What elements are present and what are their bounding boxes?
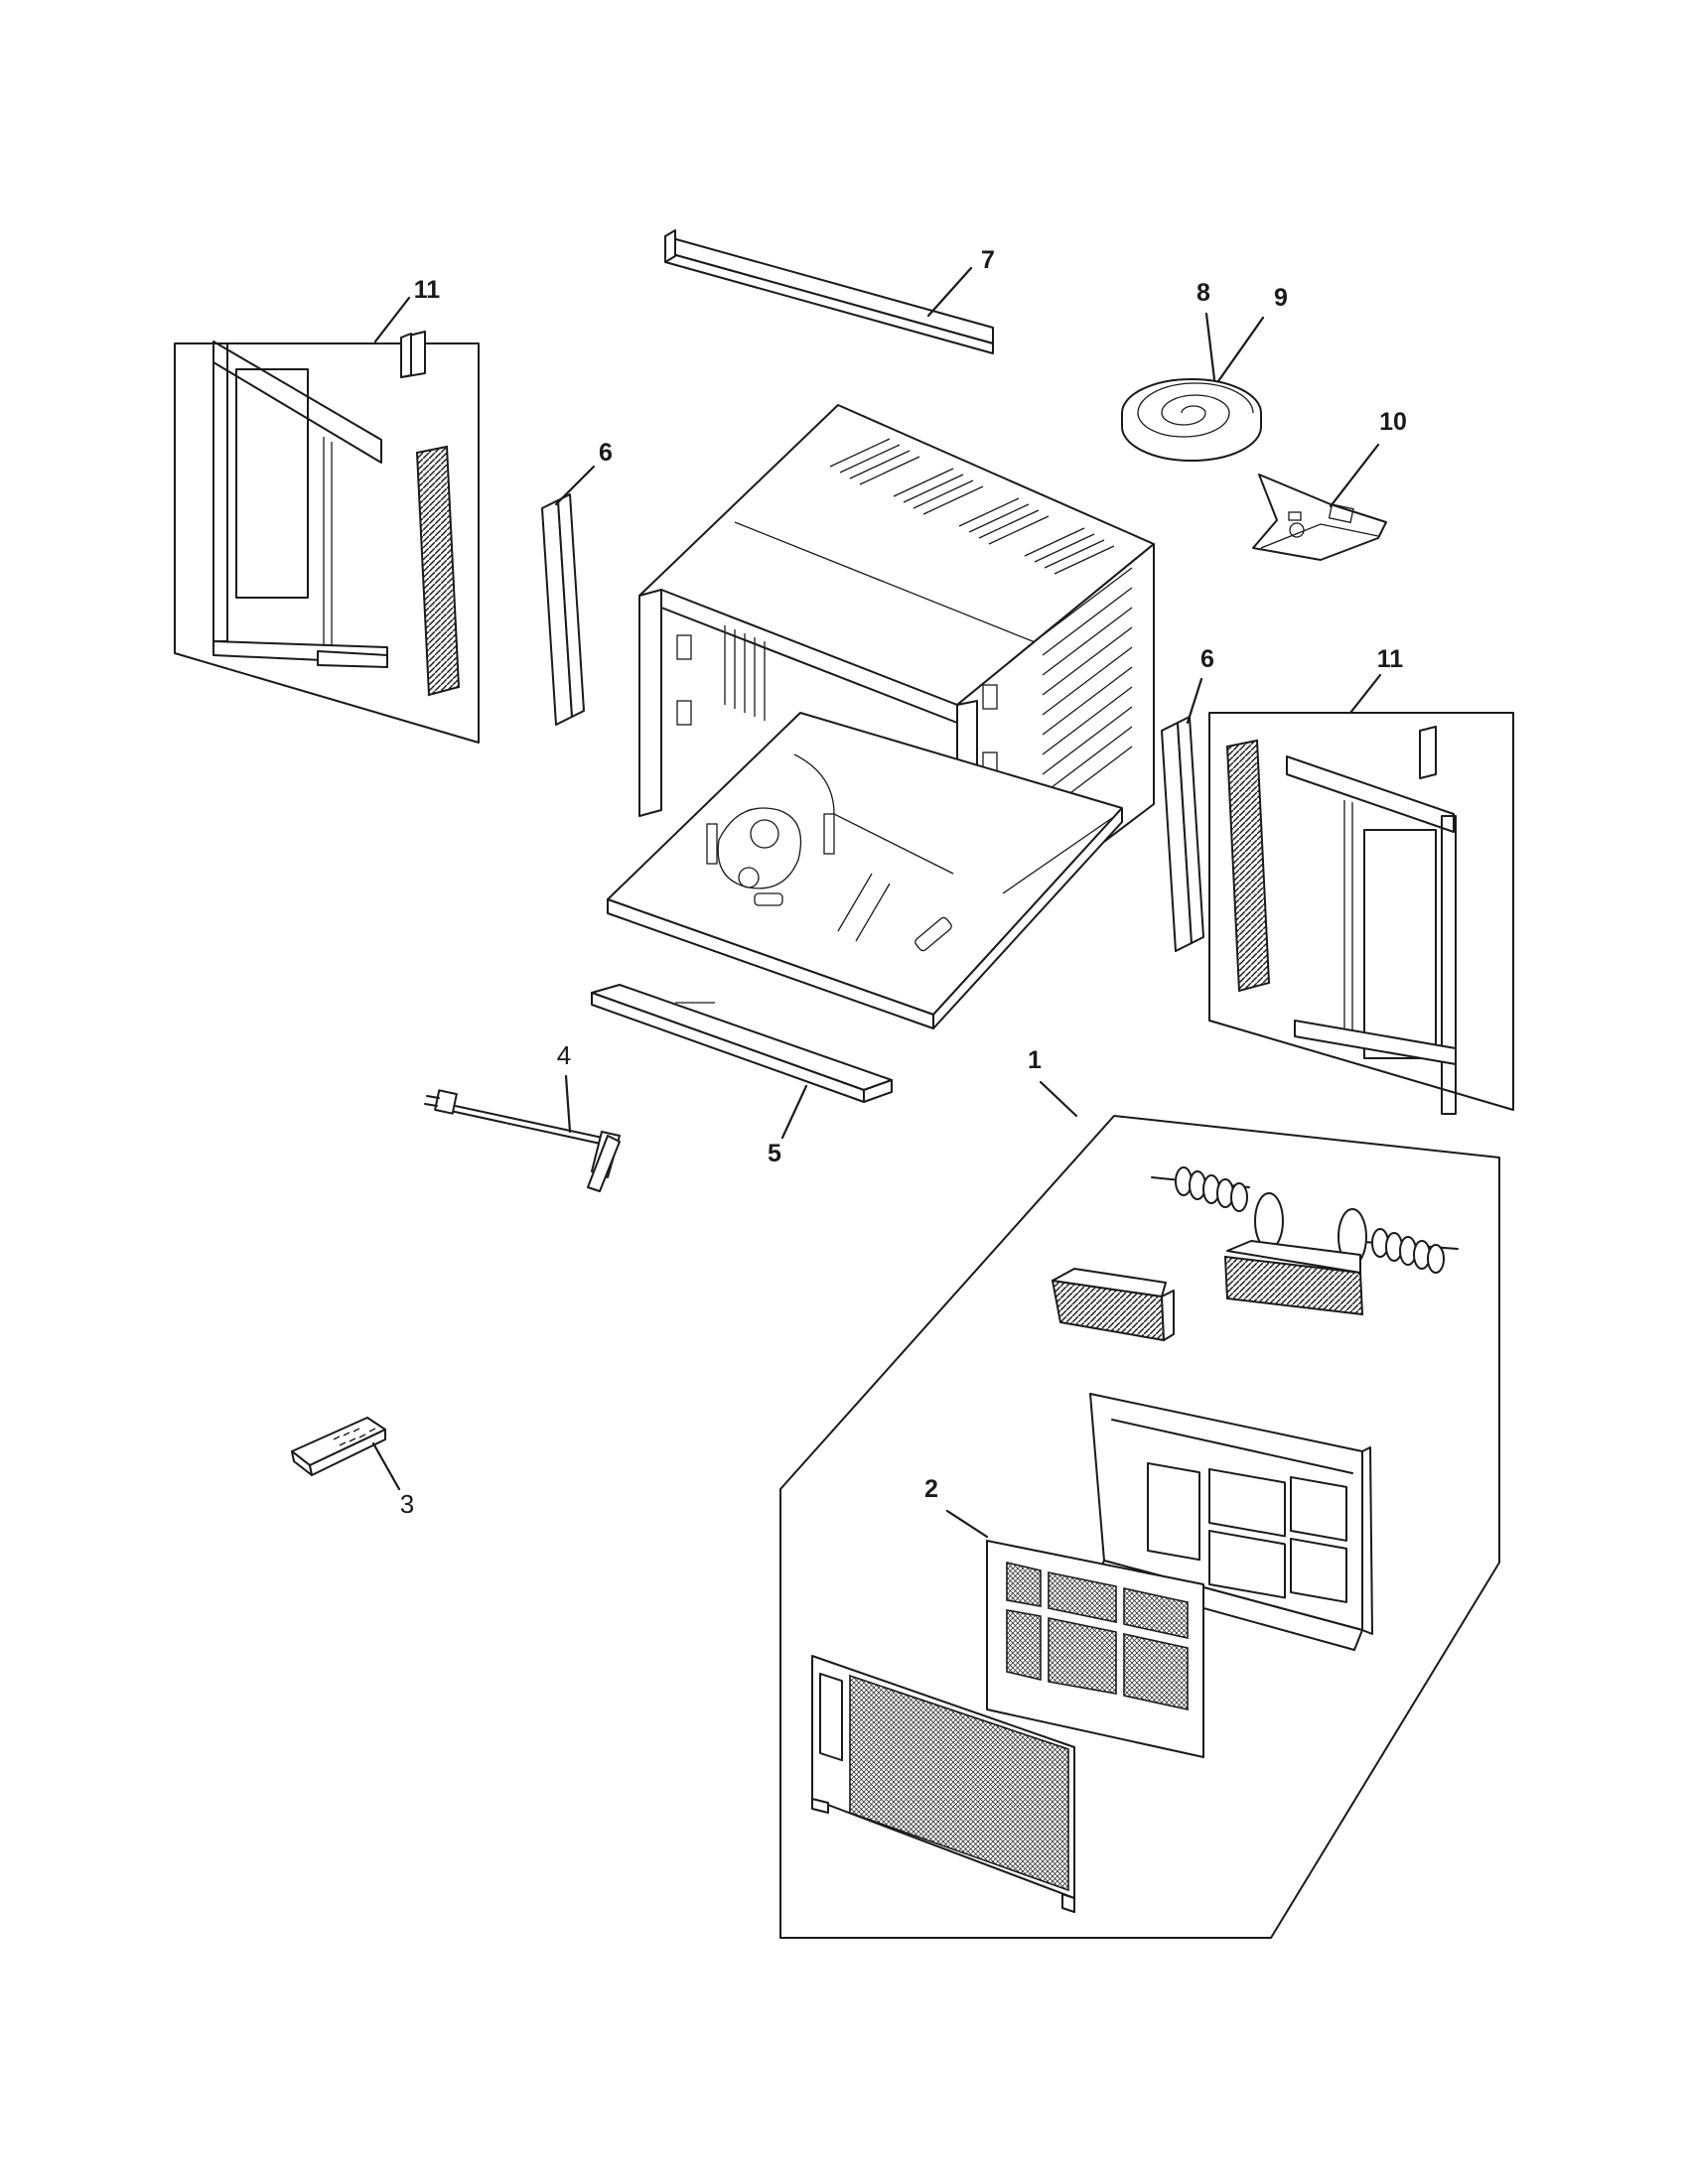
callout-9: 9: [1274, 284, 1288, 312]
callout-10: 10: [1379, 408, 1407, 436]
remote-control: [291, 1417, 386, 1476]
louvre-blade-left: [1051, 1268, 1175, 1342]
hardware-bag: [1252, 474, 1387, 561]
front-grille: [811, 1655, 1075, 1913]
air-filter: [986, 1540, 1204, 1758]
callout-6-left: 6: [599, 439, 613, 467]
callout-4: 4: [557, 1040, 571, 1070]
callout-8: 8: [1196, 279, 1210, 307]
side-strip-left: [541, 493, 585, 726]
callout-3: 3: [400, 1489, 414, 1519]
top-rail: [664, 229, 994, 354]
louvre-blade-right: [1223, 1240, 1364, 1316]
callout-2: 2: [924, 1475, 938, 1503]
front-grille-kit: 2: [779, 1115, 1500, 1939]
callout-11-right: 11: [1377, 645, 1404, 673]
side-strip-right: [1161, 716, 1204, 952]
cabinet: [638, 404, 1155, 958]
louvre-rod-left: [1151, 1166, 1284, 1250]
spiral-seal-icon: [1121, 378, 1262, 462]
callout-5: 5: [768, 1140, 781, 1167]
louvre-rod-right: [1337, 1208, 1459, 1274]
callout-7: 7: [981, 246, 995, 274]
callout-1: 1: [1028, 1046, 1042, 1074]
side-curtain-kit-right: [1208, 712, 1514, 1115]
base-pan: [607, 712, 1123, 1029]
power-cord: [424, 1089, 621, 1192]
bottom-rail: [591, 984, 893, 1103]
side-curtain-kit-left: [174, 331, 480, 744]
callout-11-left: 11: [414, 276, 441, 304]
callout-6-right: 6: [1200, 645, 1214, 673]
